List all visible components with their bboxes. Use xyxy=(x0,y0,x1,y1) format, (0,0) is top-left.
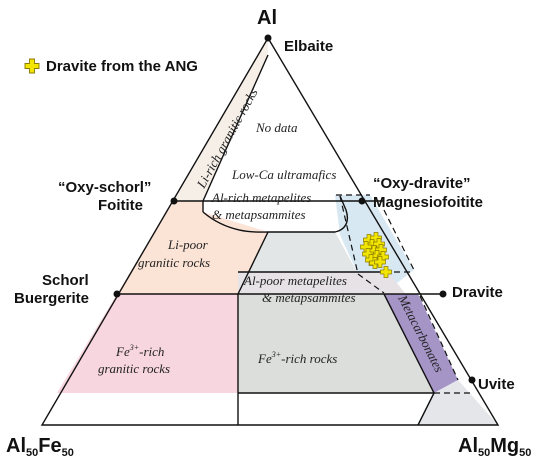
dashed-al-rich-right xyxy=(357,273,385,294)
legend-label: Dravite from the ANG xyxy=(46,58,198,75)
field-no-data xyxy=(203,55,355,201)
fe-rich-rocks-label: Fe3+-rich rocks xyxy=(257,350,337,366)
legend: Dravite from the ANG xyxy=(24,58,198,75)
uvite-label: Uvite xyxy=(478,376,515,393)
ang-dravite-marker xyxy=(374,256,386,268)
field-li-poor-granitic xyxy=(117,201,268,294)
vertex-al50fe50-label: Al50Fe50 xyxy=(6,435,74,459)
buergerite-label: Buergerite xyxy=(14,290,89,307)
elbaite-label: Elbaite xyxy=(284,38,333,55)
al-poor-meta-label-line1: Al-poor metapelites xyxy=(243,273,347,288)
fe-rich-granitic-label-line2: granitic rocks xyxy=(98,361,170,376)
oxy-schorl-label: “Oxy-schorl” xyxy=(58,179,151,196)
dashed-ultramafic-right xyxy=(383,209,415,271)
field-fe-rich-rocks xyxy=(238,294,434,393)
li-poor-label-line2: granitic rocks xyxy=(138,255,210,270)
dravite-label: Dravite xyxy=(452,284,503,301)
field-fe-rich-granitic xyxy=(57,294,238,393)
elbaite-point xyxy=(264,34,272,42)
plus-marker-icon xyxy=(24,58,40,74)
ang-dravite-markers xyxy=(360,232,392,278)
al-rich-meta-label-line2: & metapsammites xyxy=(212,207,306,222)
field-uvite-region xyxy=(418,380,498,425)
foitite-label: Foitite xyxy=(98,197,143,214)
outer-triangle xyxy=(40,36,500,426)
dravite-point xyxy=(439,290,447,298)
field-metacarbonates xyxy=(384,294,458,393)
fe-rich-granitic-label-line1: Fe3+-rich xyxy=(115,343,164,359)
uvite-divider xyxy=(417,392,435,426)
dashed-boundaries xyxy=(336,194,472,394)
al-rich-lower-edge xyxy=(237,231,269,295)
schorl-label: Schorl xyxy=(42,272,89,289)
al-poor-meta-label-line2: & metapsammites xyxy=(262,290,356,305)
no-data-label: No data xyxy=(255,120,298,135)
vertex-al50mg50-label: Al50Mg50 xyxy=(458,435,531,459)
field-al-poor-metapelites xyxy=(238,272,405,293)
low-ca-ultramafics-label: Low-Ca ultramafics xyxy=(231,167,336,182)
endmember-points xyxy=(113,34,476,384)
boundary-lines xyxy=(40,36,500,426)
schorl-point xyxy=(113,290,121,298)
al-rich-upper-curve xyxy=(202,195,349,233)
uvite-point xyxy=(468,376,476,384)
metacarbonates-left-edge xyxy=(383,293,435,394)
oxy-dravite-label: “Oxy-dravite” xyxy=(373,175,471,192)
dashed-ultramafic-left xyxy=(339,195,359,275)
oxy-dravite-point xyxy=(358,197,366,205)
magnesiofoitite-label: Magnesiofoitite xyxy=(373,194,483,211)
dashed-metacarbonates-right xyxy=(419,295,459,381)
li-rich-inner-edge xyxy=(202,54,269,202)
li-poor-label-line1: Li-poor xyxy=(167,237,209,252)
al-rich-meta-label-line1: Al-rich metapelites xyxy=(211,190,311,205)
ang-dravite-marker xyxy=(380,266,392,278)
oxy-schorl-point xyxy=(170,197,178,205)
vertex-al-label: Al xyxy=(257,7,277,29)
